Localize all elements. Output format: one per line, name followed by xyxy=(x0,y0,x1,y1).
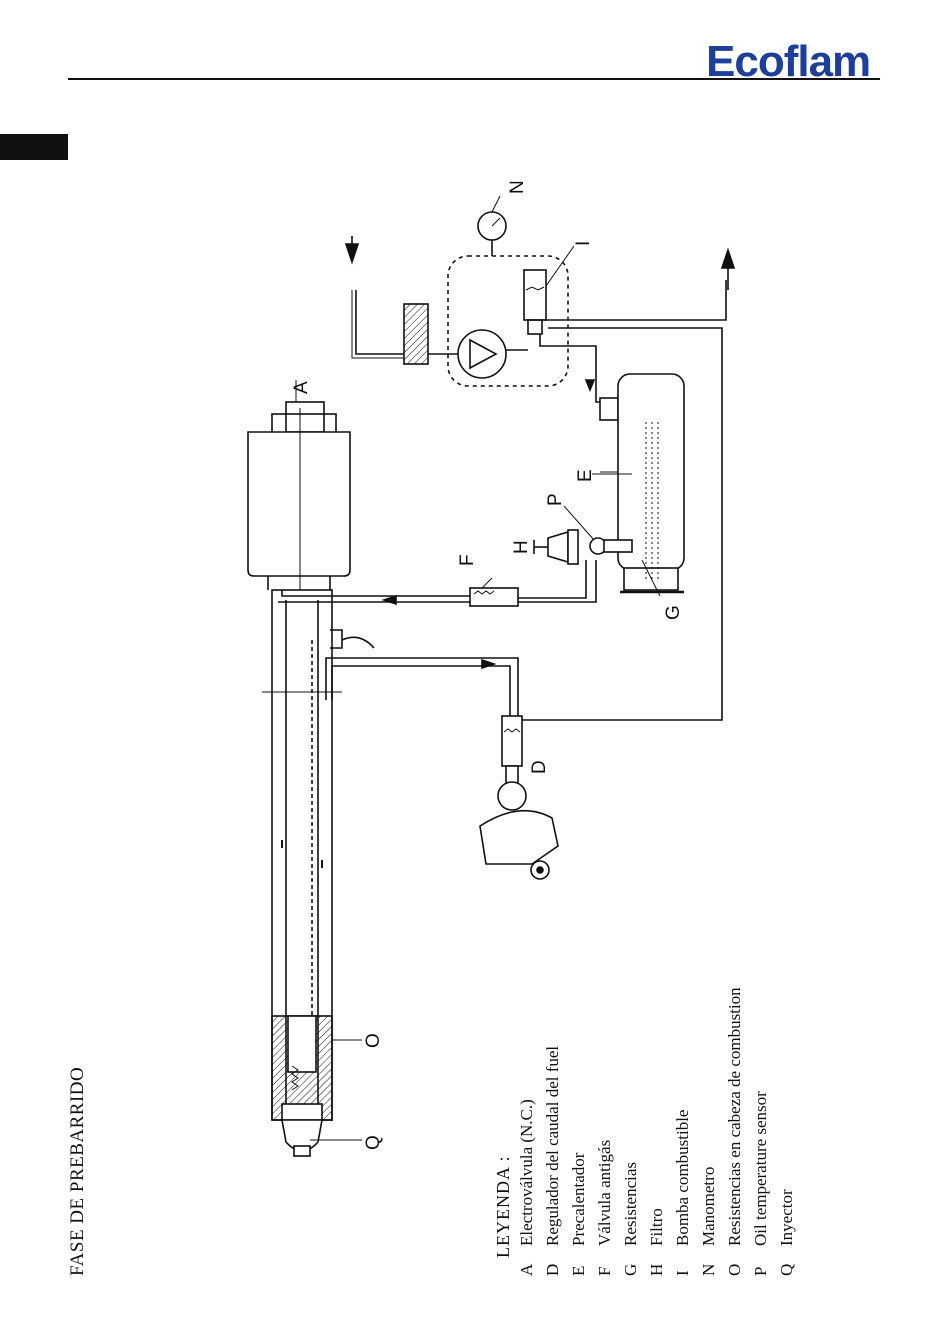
label-e: E xyxy=(576,469,595,482)
label-d: D xyxy=(530,760,549,774)
page-title: FASE DE PREBARRIDO xyxy=(68,1067,87,1276)
nozzle-assembly xyxy=(272,1016,332,1156)
label-p: P xyxy=(546,493,565,506)
label-f: F xyxy=(458,554,477,566)
legend-item: EPrecalentador xyxy=(570,1153,587,1276)
label-h: H xyxy=(512,540,531,554)
legend-item: IBomba combustible xyxy=(674,1110,691,1276)
legend-item: POil temperature sensor xyxy=(752,1091,769,1276)
legend-item: GResistencias xyxy=(622,1162,639,1276)
label-n: N xyxy=(508,180,527,194)
label-i: I xyxy=(574,241,593,246)
legend-title: LEYENDA : xyxy=(494,1156,512,1259)
legend-item: DRegulador del caudal del fuel xyxy=(544,1046,561,1276)
legend-item: QInyector xyxy=(778,1189,795,1276)
filter-h-sensor-p xyxy=(518,506,632,602)
legend-item: OResistencias en cabeza de combustion xyxy=(726,987,743,1276)
label-a: A xyxy=(292,381,311,394)
label-o: O xyxy=(364,1033,383,1048)
legend-item: NManometro xyxy=(700,1167,717,1276)
regulator-d xyxy=(326,658,558,879)
legend-item: AElectroválvula (N.C.) xyxy=(518,1099,535,1276)
manometer-n xyxy=(478,212,506,256)
label-g: G xyxy=(664,605,683,620)
legend-item: HFiltro xyxy=(648,1208,665,1276)
preheater-e xyxy=(600,374,684,592)
legend-item: FVálvula antigás xyxy=(596,1140,613,1276)
label-q: Q xyxy=(364,1135,383,1150)
